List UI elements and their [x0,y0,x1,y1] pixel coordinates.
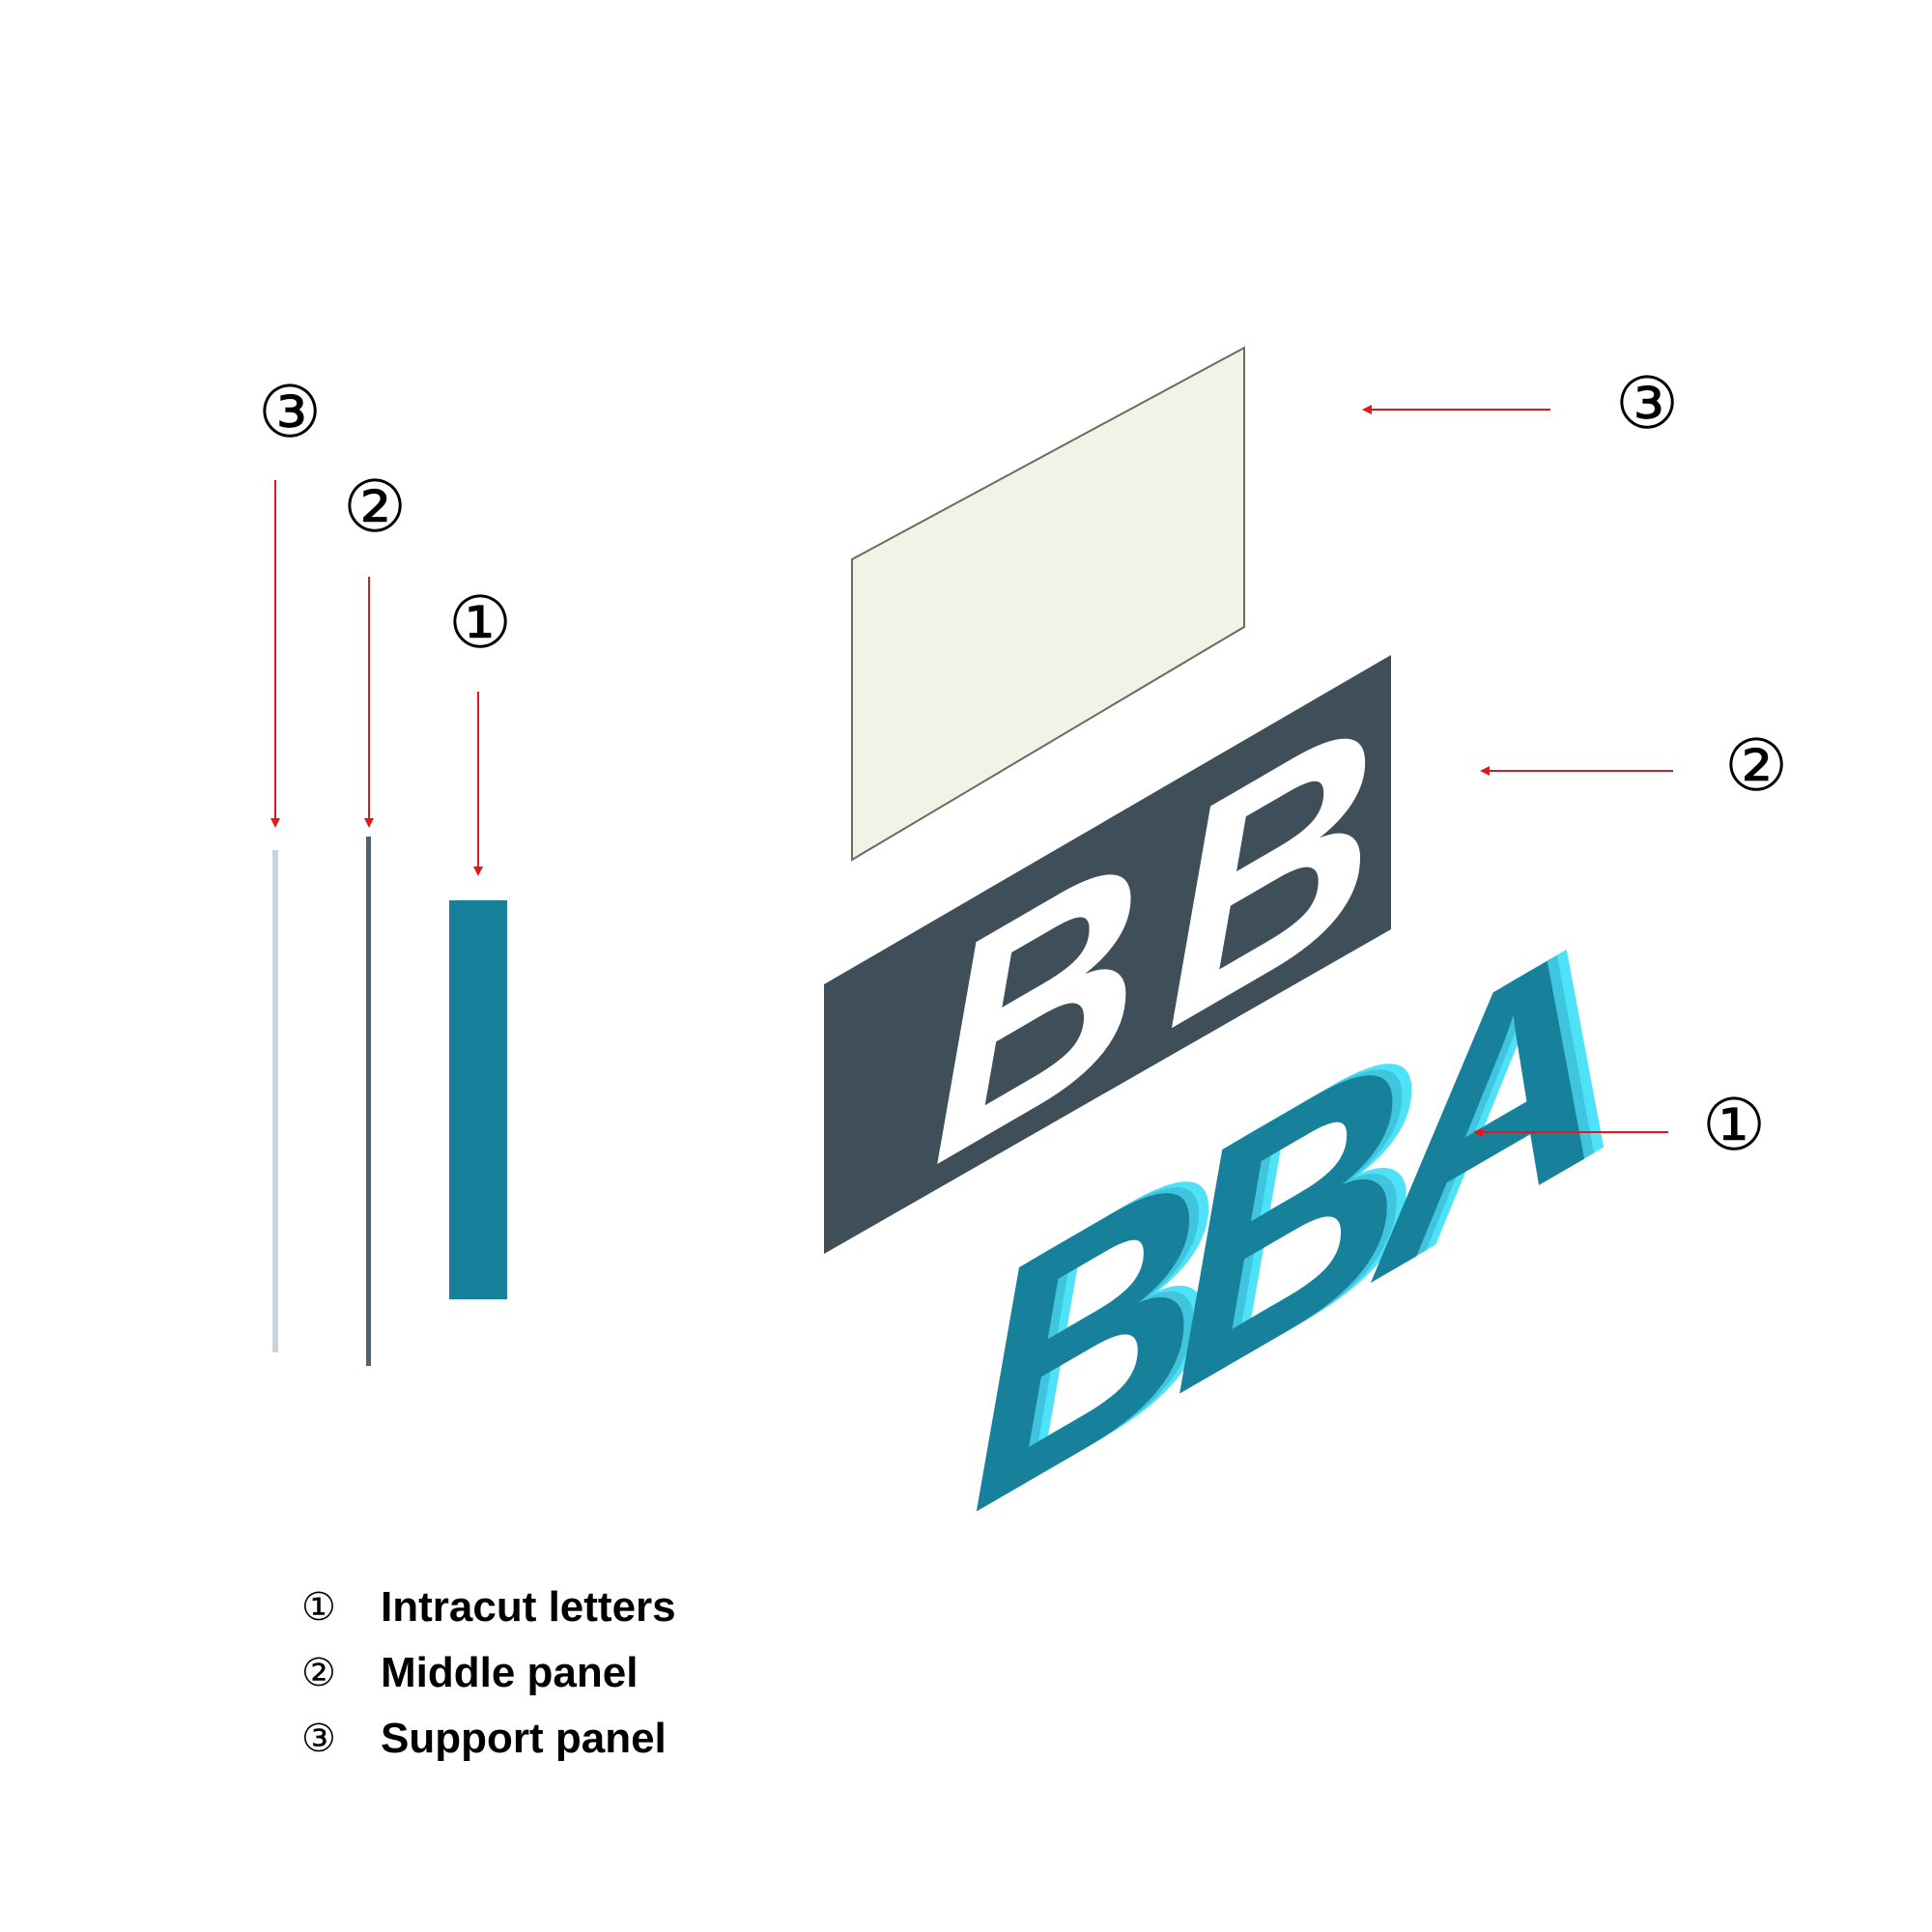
legend-item-support-panel: ③ Support panel [301,1706,676,1772]
side-marker-2: ② [343,466,407,549]
middle-panel-marker: ② [1724,724,1788,808]
legend-item-intracut-letters: ① Intracut letters [301,1575,676,1640]
side-view: ③ ② ① [258,371,512,1366]
side-letter-layer [449,900,507,1299]
support-panel-marker: ③ [1615,362,1679,445]
middle-panel [824,655,1391,1254]
legend-number: ③ [301,1717,336,1761]
legend-label: Support panel [381,1715,667,1762]
legend: ① Intracut letters ② Middle panel ③ Supp… [301,1575,676,1772]
legend-item-middle-panel: ② Middle panel [301,1640,676,1706]
side-middle-panel [366,837,371,1366]
legend-number: ① [301,1585,336,1630]
side-marker-3: ③ [258,371,322,454]
intracut-letters-marker: ① [1702,1084,1766,1167]
side-support-panel [272,850,278,1352]
legend-label: Middle panel [381,1649,639,1696]
support-panel [851,346,1245,862]
legend-label: Intracut letters [381,1583,676,1631]
legend-number: ② [301,1651,336,1695]
side-marker-1: ① [448,582,512,665]
